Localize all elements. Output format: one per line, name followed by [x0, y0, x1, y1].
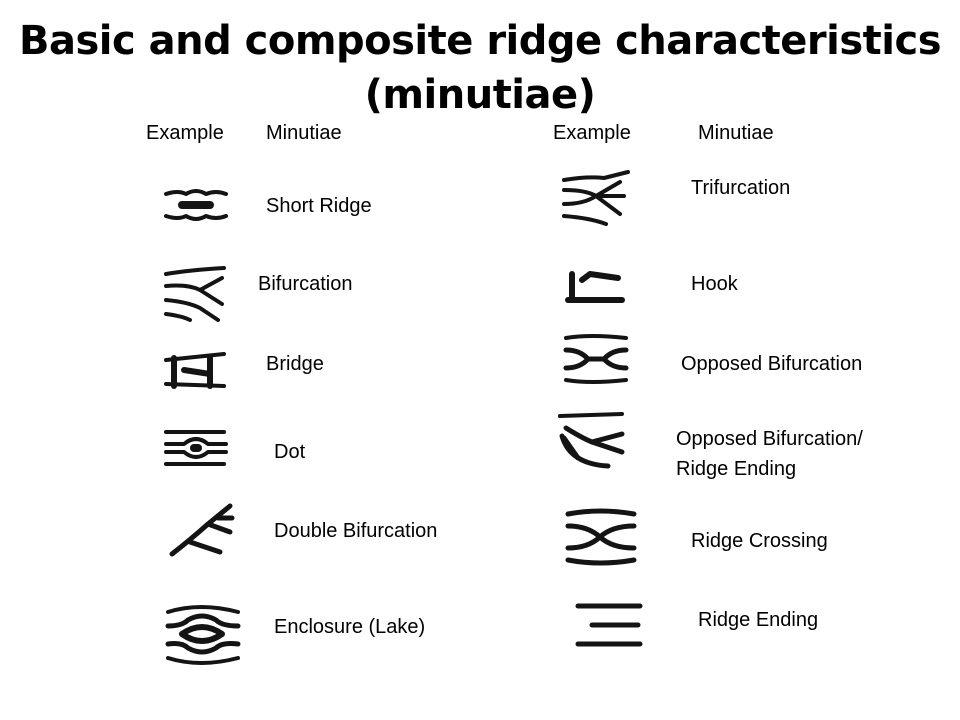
- right-example-header: Example: [553, 122, 631, 144]
- left-label-enclosure-lake: Enclosure (Lake): [274, 616, 426, 638]
- short-ridge-icon: [160, 176, 232, 234]
- slide-title: Basic and composite ridge characteristic…: [0, 14, 960, 122]
- slide-title-line-2: (minutiae): [364, 72, 596, 118]
- double-bifurcation-icon: [160, 496, 240, 562]
- right-label-hook: Hook: [691, 273, 738, 295]
- left-label-double-bifurcation: Double Bifurcation: [274, 520, 438, 542]
- trifurcation-icon: [560, 168, 632, 226]
- opposed-bifurcation-icon: [560, 330, 632, 388]
- left-label-short-ridge: Short Ridge: [266, 195, 372, 217]
- right-label-ridge-crossing: Ridge Crossing: [691, 530, 828, 552]
- hook-icon: [560, 256, 630, 314]
- label-line-1: Opposed Bifurcation/: [676, 428, 863, 450]
- bridge-icon: [160, 344, 232, 396]
- ridge-crossing-icon: [560, 504, 642, 570]
- right-label-opposed-bifurcation: Opposed Bifurcation: [681, 353, 863, 375]
- dot-icon: [160, 418, 232, 474]
- left-label-dot: Dot: [274, 441, 306, 463]
- label-line-2: Ridge Ending: [676, 458, 797, 480]
- left-example-header: Example: [146, 122, 224, 144]
- right-minutiae-header: Minutiae: [698, 122, 774, 144]
- right-label-opposed-bifurcation-ridge-ending: Opposed Bifurcation/ Ridge Ending: [676, 424, 863, 484]
- left-label-bifurcation: Bifurcation: [258, 273, 353, 295]
- right-label-ridge-ending: Ridge Ending: [698, 609, 819, 631]
- left-label-bridge: Bridge: [266, 353, 324, 375]
- opposed-bifurcation-ridge-ending-icon: [552, 408, 630, 472]
- right-label-trifurcation: Trifurcation: [691, 177, 791, 199]
- slide-title-line-1: Basic and composite ridge characteristic…: [18, 18, 942, 64]
- ridge-ending-icon: [568, 592, 650, 658]
- bifurcation-icon: [160, 264, 232, 324]
- enclosure-lake-icon: [160, 600, 246, 670]
- left-minutiae-header: Minutiae: [266, 122, 342, 144]
